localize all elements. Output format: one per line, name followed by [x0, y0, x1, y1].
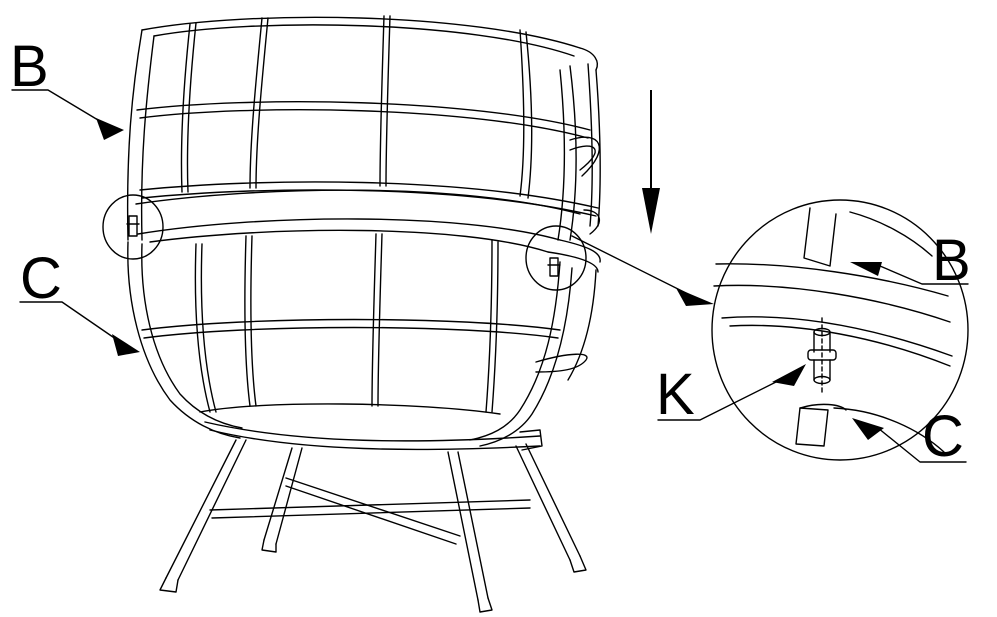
leader-lines [12, 90, 968, 462]
label-b-detail: B [932, 228, 971, 293]
seat-ring [136, 190, 600, 272]
detail-view [712, 200, 968, 460]
connector-pin-icon [127, 216, 560, 276]
arrowheads [96, 118, 884, 440]
joint-circle-right [526, 226, 586, 290]
label-b-left: B [10, 34, 49, 99]
label-k-detail: K [656, 362, 695, 427]
joint-circle-left [103, 195, 163, 259]
label-c-left: C [20, 246, 62, 311]
basket-part-c [128, 234, 596, 450]
leg-base [160, 440, 586, 612]
arrow-down-icon [642, 90, 660, 234]
backrest-part-b [128, 16, 601, 240]
label-c-detail: C [922, 404, 964, 469]
